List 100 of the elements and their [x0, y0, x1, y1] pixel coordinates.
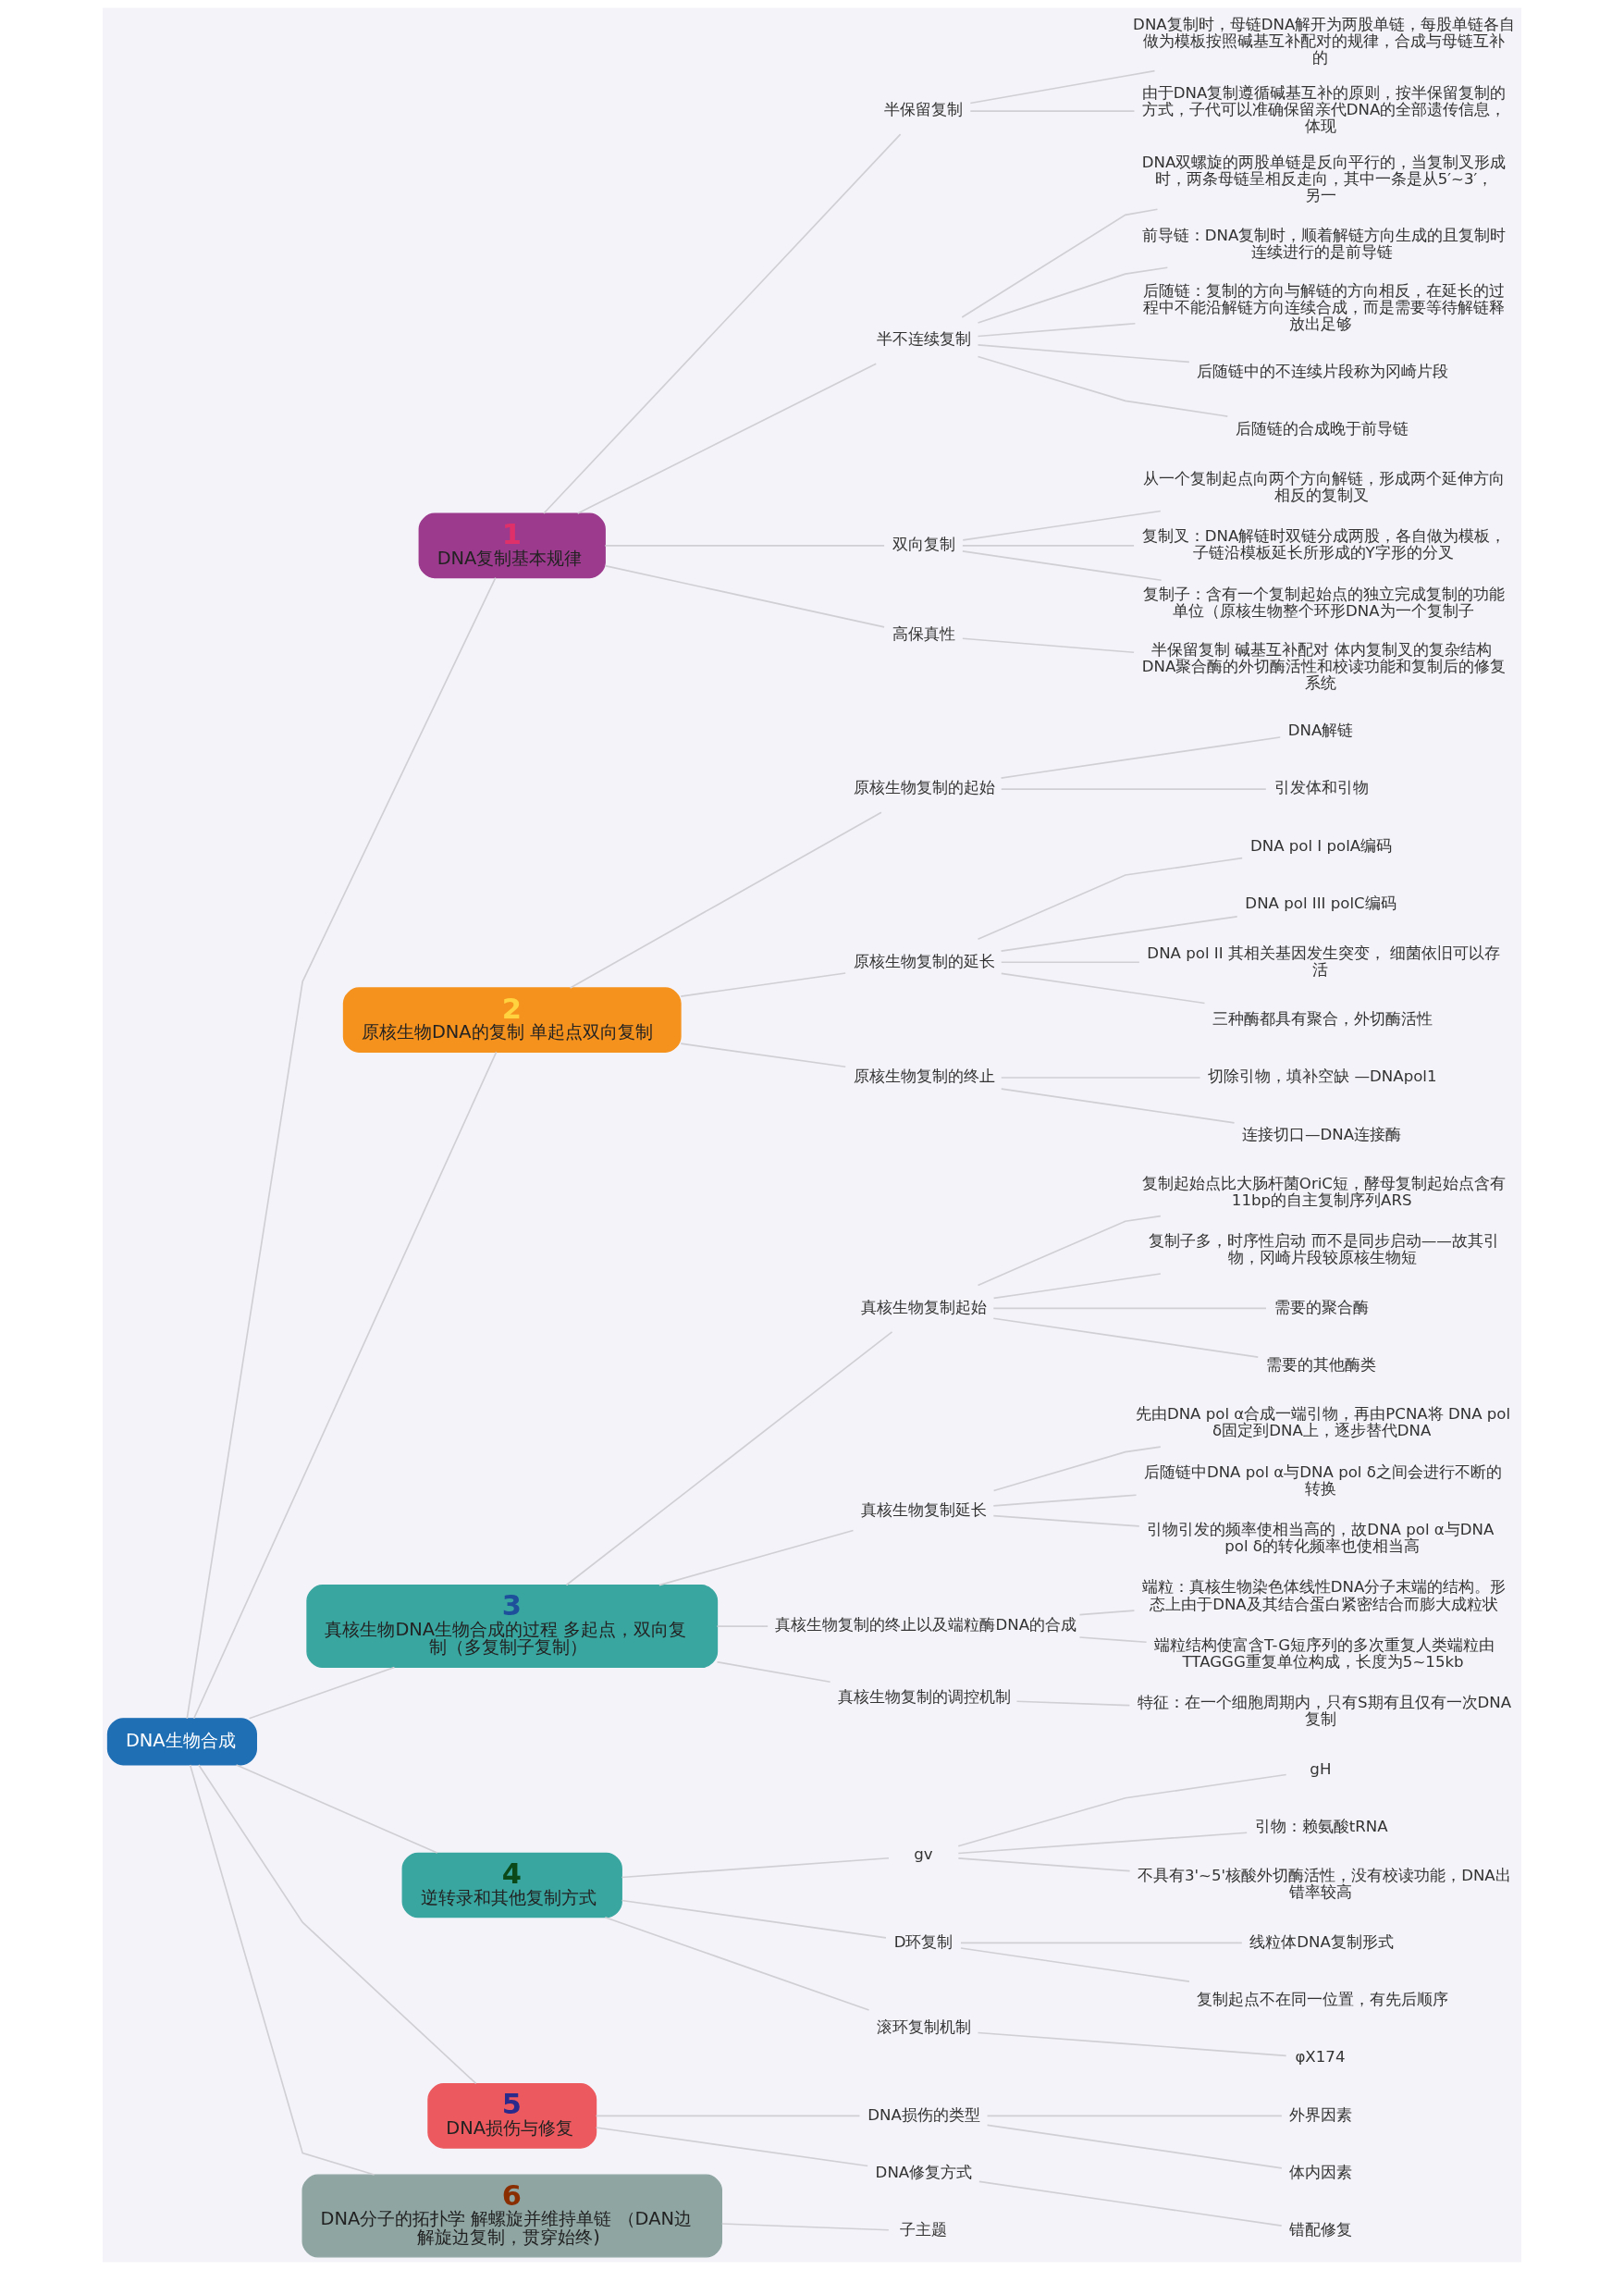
connector: [680, 972, 847, 997]
node-text: 引发体和引物: [1273, 779, 1369, 797]
connector: [1000, 788, 1267, 791]
connector: [992, 1273, 1162, 1300]
connector: [992, 1307, 1267, 1310]
connector: [1000, 972, 1206, 1005]
node-text: 端粒：真核生物染色体线性DNA分子末端的结构。形态上由于DNA及其结合蛋白紧密结合而膨大成粒状: [1141, 1578, 1507, 1613]
node-text: 复制子：含有一个复制起始点的独立完成复制的功能单位（原核生物整个环形DNA为一个复制子: [1143, 585, 1506, 620]
connector: [1078, 1636, 1148, 1644]
connector: [716, 1625, 769, 1627]
node-text: 端粒结构使富含T-G短序列的多次重复人类端粒由TTAGGG重复单位构成，长度为5~15kb: [1153, 1635, 1495, 1671]
connector: [969, 110, 1136, 112]
connector: [962, 510, 1162, 541]
node-text: φX174: [1295, 2048, 1346, 2066]
connector: [1000, 1088, 1236, 1124]
node-text: 连接切口—DNA连接酶: [1241, 1125, 1402, 1143]
node-text: 复制起始点比大肠杆菌OriC短，酵母复制起始点含有11bp的自主复制序列ARS: [1141, 1174, 1506, 1210]
node-text: DNA损伤的类型: [867, 2105, 980, 2124]
connector: [186, 576, 497, 1720]
connector: [189, 1764, 375, 2176]
connector: [986, 2124, 1283, 2169]
node-text: DNA复制时，母链DNA解开为两股单链，每股单链各自做为模板按照碱基互补配对的规律，合成与母链互补的: [1133, 15, 1516, 67]
connector: [595, 2127, 869, 2167]
node-box: 2 原核生物DNA的复制 单起点双向复制: [342, 987, 682, 1053]
node-text: 需要的其他酶类: [1266, 1356, 1377, 1375]
connector: [960, 1947, 1190, 1982]
node-text: 引物引发的频率使相当高的，故DNA pol α与DNA pol δ的转化频率也使相当高: [1147, 1521, 1495, 1556]
node-text: 后随链的合成晚于前导链: [1235, 420, 1409, 438]
connector: [992, 1494, 1138, 1507]
connector: [957, 1857, 1131, 1872]
node-text: 外界因素: [1289, 2105, 1353, 2124]
connector: [595, 2115, 861, 2117]
node-text: 体内因素: [1289, 2164, 1353, 2182]
connector: [977, 857, 1243, 941]
connector: [569, 811, 882, 989]
node-text: DNA pol II 其相关基因发生突变， 细菌依旧可以存活: [1147, 944, 1501, 979]
connector: [957, 1832, 1248, 1855]
node-box: 3 真核生物DNA生物合成的过程 多起点，双向复制（多复制子复制）: [306, 1585, 719, 1669]
node-text: 真核生物复制延长: [861, 1500, 988, 1519]
node-box: 6 DNA分子的拓扑学 解螺旋并维持单链 （DAN边解旋边复制，贯穿始终): [301, 2174, 722, 2258]
node-text: 复制子多，时序性启动 而不是同步启动——故其引物，冈崎片段较原核生物短: [1149, 1232, 1499, 1267]
node-text: 双向复制: [892, 536, 955, 554]
connector: [1078, 1610, 1136, 1616]
node-text: 高保真性: [892, 625, 955, 644]
connector: [1000, 916, 1238, 952]
connector: [962, 550, 1163, 582]
node-text: 原核生物复制的延长: [854, 952, 996, 970]
node-text: 半保留复制 碱基互补配对 体内复制叉的复杂结构 DNA聚合酶的外切酶活性和校读功能和复制后的修复系统: [1141, 640, 1507, 692]
node-text: 真核生物复制的终止以及端粒酶DNA的合成: [775, 1616, 1077, 1635]
connector: [565, 1330, 893, 1586]
connector: [978, 2180, 1283, 2227]
connector: [992, 1317, 1260, 1358]
node-text: DNA pol III polC编码: [1245, 894, 1396, 913]
node-text: 三种酶都具有聚合，外切酶活性: [1212, 1009, 1433, 1028]
node-box: 1 DNA复制基本规律: [418, 512, 606, 579]
node-text: 复制叉：DNA解链时双链分成两股，各自做为模板，子链沿模板延长所形成的Y字形的分叉: [1141, 527, 1507, 562]
connector: [961, 208, 1159, 318]
node-text: 半保留复制: [884, 101, 964, 119]
node-text: 复制起点不在同一位置，有先后顺序: [1197, 1991, 1449, 2009]
connector: [1000, 961, 1140, 964]
connector: [235, 1764, 438, 1854]
node-text: 引物：赖氨酸tRNA: [1254, 1817, 1388, 1835]
node-text: 后随链：复制的方向与解链的方向相反，在延长的过程中不能沿解链方向连续合成，而是需要等待解链释放出足够: [1143, 281, 1506, 333]
node-text: gH: [1310, 1759, 1332, 1778]
node-text: 需要的聚合酶: [1273, 1298, 1369, 1316]
node-text: 真核生物复制起始: [861, 1298, 988, 1316]
node-text: 子主题: [899, 2221, 947, 2239]
connector: [198, 1764, 477, 2085]
connector: [977, 344, 1190, 364]
node-text: 后随链中DNA pol α与DNA pol δ之间会进行不断的转换: [1143, 1462, 1502, 1498]
node-text: 由于DNA复制遵循碱基互补的原则，按半保留复制的方式，子代可以准确保留亲代DNA的全部遗传信息，体现: [1141, 84, 1507, 136]
connector: [986, 2115, 1283, 2117]
connector: [248, 1666, 396, 1720]
connector: [962, 545, 1135, 547]
connector: [716, 1660, 831, 1684]
node-text: 错配修复: [1289, 2221, 1353, 2239]
connector: [621, 1857, 890, 1879]
connector: [720, 2223, 890, 2231]
connector: [977, 355, 1229, 417]
node-text: D环复制: [893, 1932, 953, 1951]
connector: [977, 2031, 1287, 2057]
node-text: 后随链中的不连续片段称为冈崎片段: [1197, 363, 1449, 381]
node-text: 半不连续复制: [876, 330, 971, 349]
connector: [680, 1042, 847, 1068]
connector: [1015, 1700, 1131, 1707]
node-text: 原核生物复制的终止: [854, 1067, 996, 1086]
connector: [658, 1529, 855, 1586]
connector: [604, 564, 885, 628]
node-box: DNA生物合成: [106, 1718, 257, 1766]
connector: [977, 266, 1169, 324]
connector: [604, 545, 885, 547]
connector: [969, 69, 1156, 105]
node-text: 切除引物，填补空缺 —DNApol1: [1208, 1067, 1437, 1086]
connector: [992, 1446, 1162, 1492]
node-text: 前导链：DNA复制时，顺着解链方向生成的且复制时连续进行的是前导链: [1141, 226, 1507, 261]
node-text: 滚环复制机制: [876, 2018, 971, 2037]
node-box: 5 DNA损伤与修复: [427, 2083, 597, 2149]
connector: [576, 363, 878, 514]
node-text: 不具有3'~5'核酸外切酶活性，没有校读功能，DNA出错率较高: [1137, 1867, 1511, 1902]
connector: [1000, 736, 1282, 779]
